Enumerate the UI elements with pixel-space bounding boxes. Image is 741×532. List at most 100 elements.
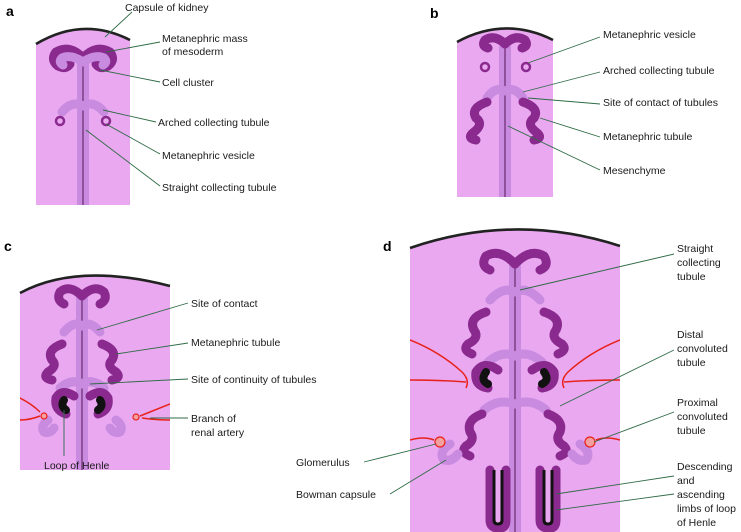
label-straight-1: Straight [677,243,713,255]
panel-letter-c: c [4,238,12,254]
panel-b: b Metanephric vesicle Arched collecting … [430,5,718,198]
leader-arched [522,71,601,93]
tubule-left [41,339,67,385]
metanephric-tubule-right [518,97,544,145]
glomerulus-right [584,436,596,448]
leader-vesicle [105,123,161,155]
leader-glomerulus [363,443,437,463]
label-proximal-1: Proximal [677,397,718,409]
leader-cluster [99,69,161,83]
leader-bowman [389,459,447,495]
label-mass-1: Metanephric mass [162,33,248,45]
distal-left [471,361,503,393]
label-henle-c: Loop of Henle [44,460,110,472]
bowman-left [38,415,59,437]
renal-artery-right [139,403,170,421]
tissue-background [20,275,170,470]
leader-continuity [89,378,189,385]
leader-tubule [539,117,601,138]
label-proximal-2: convoluted [677,411,728,423]
label-branch-1: Branch of [191,413,236,425]
leader-limbs-1 [555,475,675,495]
label-limbs-3: ascending [677,489,725,501]
label-proximal-3: tubule [677,425,706,437]
label-arched-a: Arched collecting tubule [158,117,270,129]
panel-c: c Site of contact Metanephric tubule Sit… [4,238,317,472]
proximal-left [459,409,487,461]
glomerulus-right [132,413,140,421]
panel-letter-d: d [383,238,392,254]
leader-arched [102,109,157,123]
leader-contact [527,97,601,105]
label-tubule-c: Metanephric tubule [191,337,280,349]
loop-of-henle-right [535,465,561,532]
leader-distal [559,349,675,407]
label-limbs-5: of Henle [677,517,716,529]
mass-left [479,248,520,275]
panel-letter-a: a [6,3,14,19]
mass-left [54,284,87,309]
kidney-capsule [456,27,554,44]
arched-lower [479,397,551,415]
mass-right [510,248,551,275]
leader-vesicle [527,36,601,64]
leader-limbs-2 [555,493,675,511]
label-branch-2: renal artery [191,427,245,439]
mass-right [500,33,531,53]
kidney-capsule [19,274,171,295]
arched-middle [483,349,547,367]
panel-d: d [296,228,736,532]
label-vesicle-b: Metanephric vesicle [603,29,696,41]
mass-right [77,284,110,309]
proximal-right [543,409,571,461]
glomerulus-left [40,412,48,420]
label-cell-cluster: Cell cluster [162,77,214,89]
label-limbs-4: limbs of loop [677,503,736,515]
label-mesenchyme-b: Mesenchyme [603,165,666,177]
leader-tubule [115,342,189,355]
label-tubule-b: Metanephric tubule [603,131,692,143]
bowman-capsule-right [567,439,593,465]
mass-left [479,33,510,53]
vesicle-left [54,115,66,127]
loop-limbs-left [492,470,504,526]
kidney-capsule [409,228,621,250]
loop-of-henle-left [58,396,70,414]
label-arched-b: Arched collecting tubule [603,65,715,77]
panel-a: a Capsule of kidney Metanephric mass of … [6,2,277,205]
leader-contact [96,302,189,331]
loop-limbs-right [542,470,554,526]
label-glomerulus: Glomerulus [296,457,350,469]
vesicle-right [100,115,112,127]
renal-artery-left [20,397,41,421]
loop-dark-right [538,368,551,388]
label-continuity-c: Site of continuity of tubules [191,374,317,386]
label-straight-2: collecting [677,257,721,269]
vesicle-right [520,61,532,73]
label-contact-c: Site of contact [191,298,258,310]
label-vesicle-a: Metanephric vesicle [162,150,255,162]
vesicle-left [479,61,491,73]
tubule-right [97,339,123,385]
leader-mesenchyme [507,125,601,171]
tubule-upper-left [461,307,491,359]
label-limbs-2: and [677,475,695,487]
renal-artery-lower [410,437,620,441]
label-distal-2: convoluted [677,343,728,355]
arched-collecting-tubule [57,99,109,117]
label-mass-2: of mesoderm [162,46,224,58]
renal-artery-right [561,339,620,389]
loop-of-henle-right [94,396,106,414]
tubule-lower-left [51,388,79,419]
arched-lower [55,377,109,393]
loop-of-henle-left [485,465,511,532]
label-contact-b: Site of contact of tubules [603,97,718,109]
distal-right [527,361,559,393]
loop-dark-left [479,368,492,388]
arched-collecting-tubule [482,85,528,103]
tubule-lower-right [85,388,113,419]
label-capsule: Capsule of kidney [125,2,209,14]
leader-mass [105,41,161,53]
leader-capsule [104,11,133,38]
